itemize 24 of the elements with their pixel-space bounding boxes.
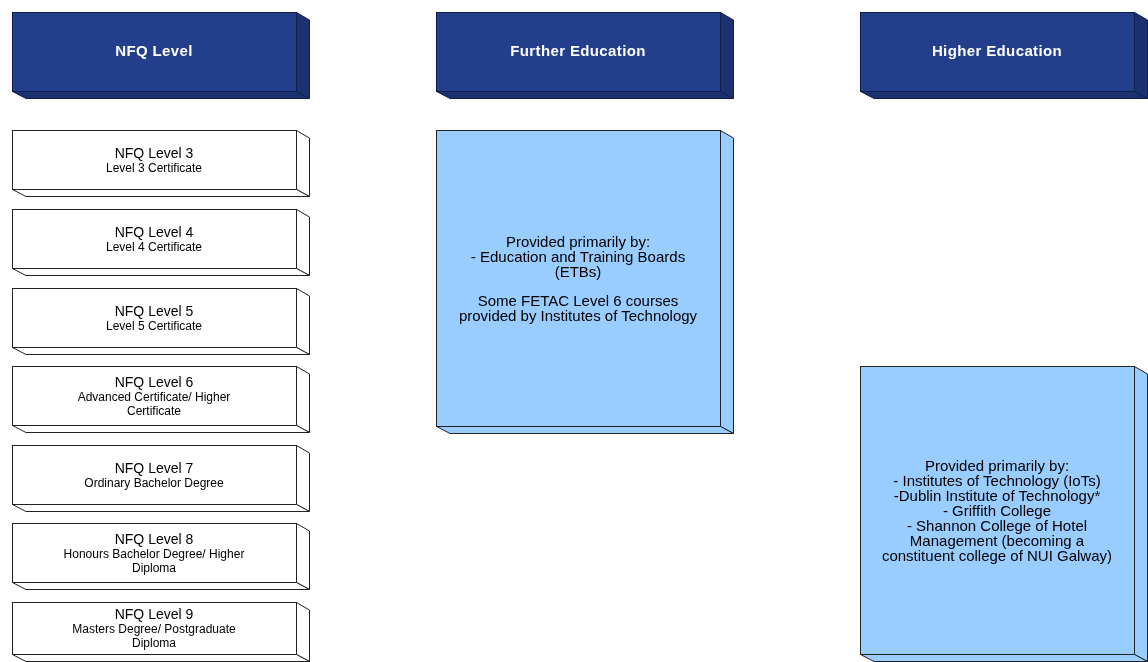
- level-title: NFQ Level 4: [114, 223, 194, 240]
- provider-text: -Dublin Institute of Technology*: [893, 487, 1101, 503]
- award-name: Masters Degree/ Postgraduate Diploma: [71, 622, 237, 650]
- level-title: NFQ Level 8: [114, 530, 194, 547]
- level-title: NFQ Level 9: [114, 606, 194, 622]
- award-name: Level 4 Certificate: [105, 239, 202, 254]
- provider-text: - Shannon College of Hotel Management (becoming a constituent college of NUI Galway): [880, 517, 1114, 563]
- level-title: NFQ Level 6: [114, 373, 194, 390]
- column-heading: Further Education: [510, 41, 646, 62]
- provider-text: - Griffith College: [942, 502, 1052, 518]
- column-heading: NFQ Level: [115, 41, 193, 62]
- award-name: Level 3 Certificate: [105, 160, 202, 175]
- award-name: Ordinary Bachelor Degree: [84, 475, 224, 490]
- award-name: Level 5 Certificate: [105, 318, 202, 333]
- level-title: NFQ Level 5: [114, 302, 194, 319]
- provider-text: - Education and Training Boards (ETBs): [469, 248, 687, 279]
- column-heading: Higher Education: [931, 41, 1063, 62]
- provider-text: Some FETAC Level 6 courses provided by Institutes of Technology: [458, 292, 698, 323]
- provider-text: Provided primarily by:: [505, 233, 651, 249]
- provider-text: Provided primarily by:: [924, 457, 1070, 473]
- award-name: Honours Bachelor Degree/ Higher Diploma: [62, 546, 246, 575]
- award-name: Advanced Certificate/ Higher Certificate: [76, 389, 232, 418]
- level-title: NFQ Level 7: [114, 459, 194, 476]
- level-title: NFQ Level 3: [114, 144, 194, 161]
